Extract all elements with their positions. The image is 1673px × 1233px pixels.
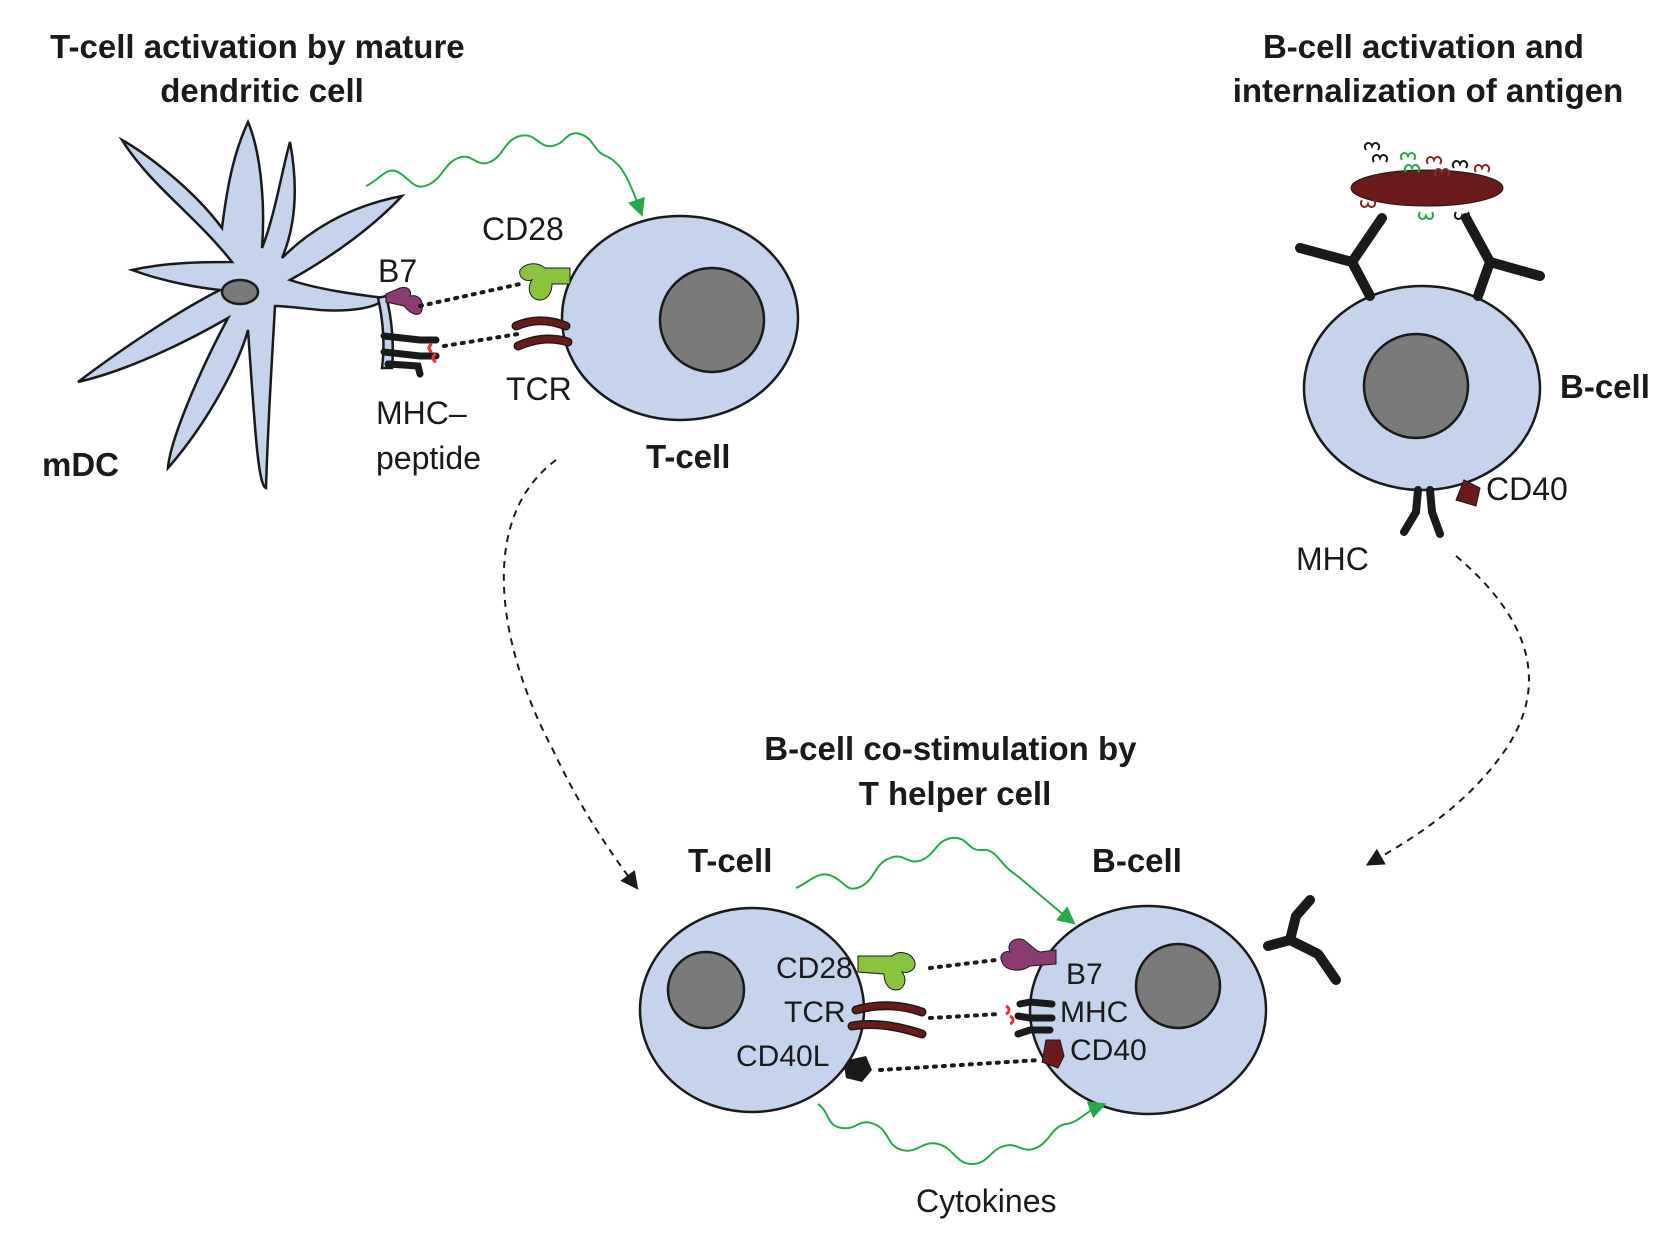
- b-cell-bottom: [1028, 904, 1268, 1116]
- cd28-b7-interaction-bottom: [928, 958, 998, 970]
- b-cell-top-nucleus: [1362, 332, 1470, 440]
- b-cell-bottom-label: B-cell: [1092, 842, 1182, 879]
- cd40l-label-bottom: CD40L: [736, 1040, 829, 1073]
- mhc-label-top-2: peptide: [376, 440, 481, 476]
- tcr-receptor-bottom: [847, 1001, 927, 1039]
- b7-receptor-top: [385, 287, 423, 315]
- title-costimulation: B-cell co-stimulation by T helper cell: [764, 730, 1145, 812]
- t-cell-bottom: [638, 906, 866, 1114]
- cd40l-receptor-bottom: [844, 1056, 872, 1082]
- cd40-label-top: CD40: [1486, 471, 1568, 507]
- t-cell-top-nucleus: [658, 266, 766, 374]
- cd40l-cd40-interaction-bottom: [878, 1058, 1042, 1072]
- cd40-label-bottom: CD40: [1070, 1034, 1147, 1067]
- mhc-tcr-interaction-top: [442, 332, 520, 348]
- cd28-receptor-top: [519, 263, 571, 301]
- tcr-label-top: TCR: [506, 371, 572, 407]
- b-cell-top-label: B-cell: [1560, 368, 1650, 405]
- bcr-receptor-bottom: [1263, 895, 1341, 985]
- mhc-peptide-top: [380, 332, 440, 378]
- mdc-label: mDC: [42, 446, 119, 483]
- mhc-label-bottom: MHC: [1060, 996, 1128, 1029]
- t-cell-top-label: T-cell: [646, 438, 730, 475]
- b7-label-top: B7: [378, 253, 417, 289]
- b7-receptor-bottom: [1000, 938, 1057, 971]
- t-cell-top: [560, 214, 800, 422]
- bcr-receptors-top: [1295, 213, 1545, 301]
- cd28-label-top: CD28: [482, 211, 564, 247]
- cd40-receptor-bottom: [1041, 1039, 1065, 1069]
- b-cell-bottom-nucleus: [1134, 942, 1222, 1030]
- flow-arrow-left: [502, 459, 639, 890]
- signal-arrow-top: [365, 132, 645, 217]
- cytokines-label: Cytokines: [916, 1183, 1057, 1219]
- mdc-nucleus: [220, 278, 260, 306]
- cd28-label-bottom: CD28: [776, 952, 853, 985]
- t-cell-bottom-label: T-cell: [688, 842, 772, 879]
- title-t-activation: T-cell activation by mature dendritic ce…: [50, 28, 474, 109]
- tcr-mhc-interaction-bottom: [928, 1012, 1002, 1020]
- b7-cd28-interaction-top: [418, 282, 522, 308]
- title-b-activation: B-cell activation and internalization of…: [1233, 28, 1624, 109]
- mhc-receptor-bottom: [1005, 998, 1056, 1038]
- mhc-label-top-1: MHC–: [376, 395, 467, 431]
- cytokines-arrow: [817, 1101, 1107, 1166]
- b7-label-bottom: B7: [1066, 958, 1103, 991]
- tcr-receptor-top: [511, 316, 573, 351]
- flow-arrow-right: [1365, 555, 1530, 866]
- tcr-label-bottom: TCR: [784, 996, 846, 1029]
- antigen-particle: [1350, 142, 1504, 220]
- cd40-receptor-top: [1455, 479, 1481, 507]
- mhc-label-b-top: MHC: [1296, 541, 1369, 577]
- signal-arrow-bottom-top: [795, 836, 1076, 925]
- cd28-receptor-bottom: [857, 952, 916, 991]
- dendritic-cell: [77, 118, 406, 490]
- b-cell-top: [1302, 284, 1542, 492]
- mhc-receptor-b-top: [1400, 486, 1444, 538]
- t-cell-bottom-nucleus: [666, 950, 746, 1030]
